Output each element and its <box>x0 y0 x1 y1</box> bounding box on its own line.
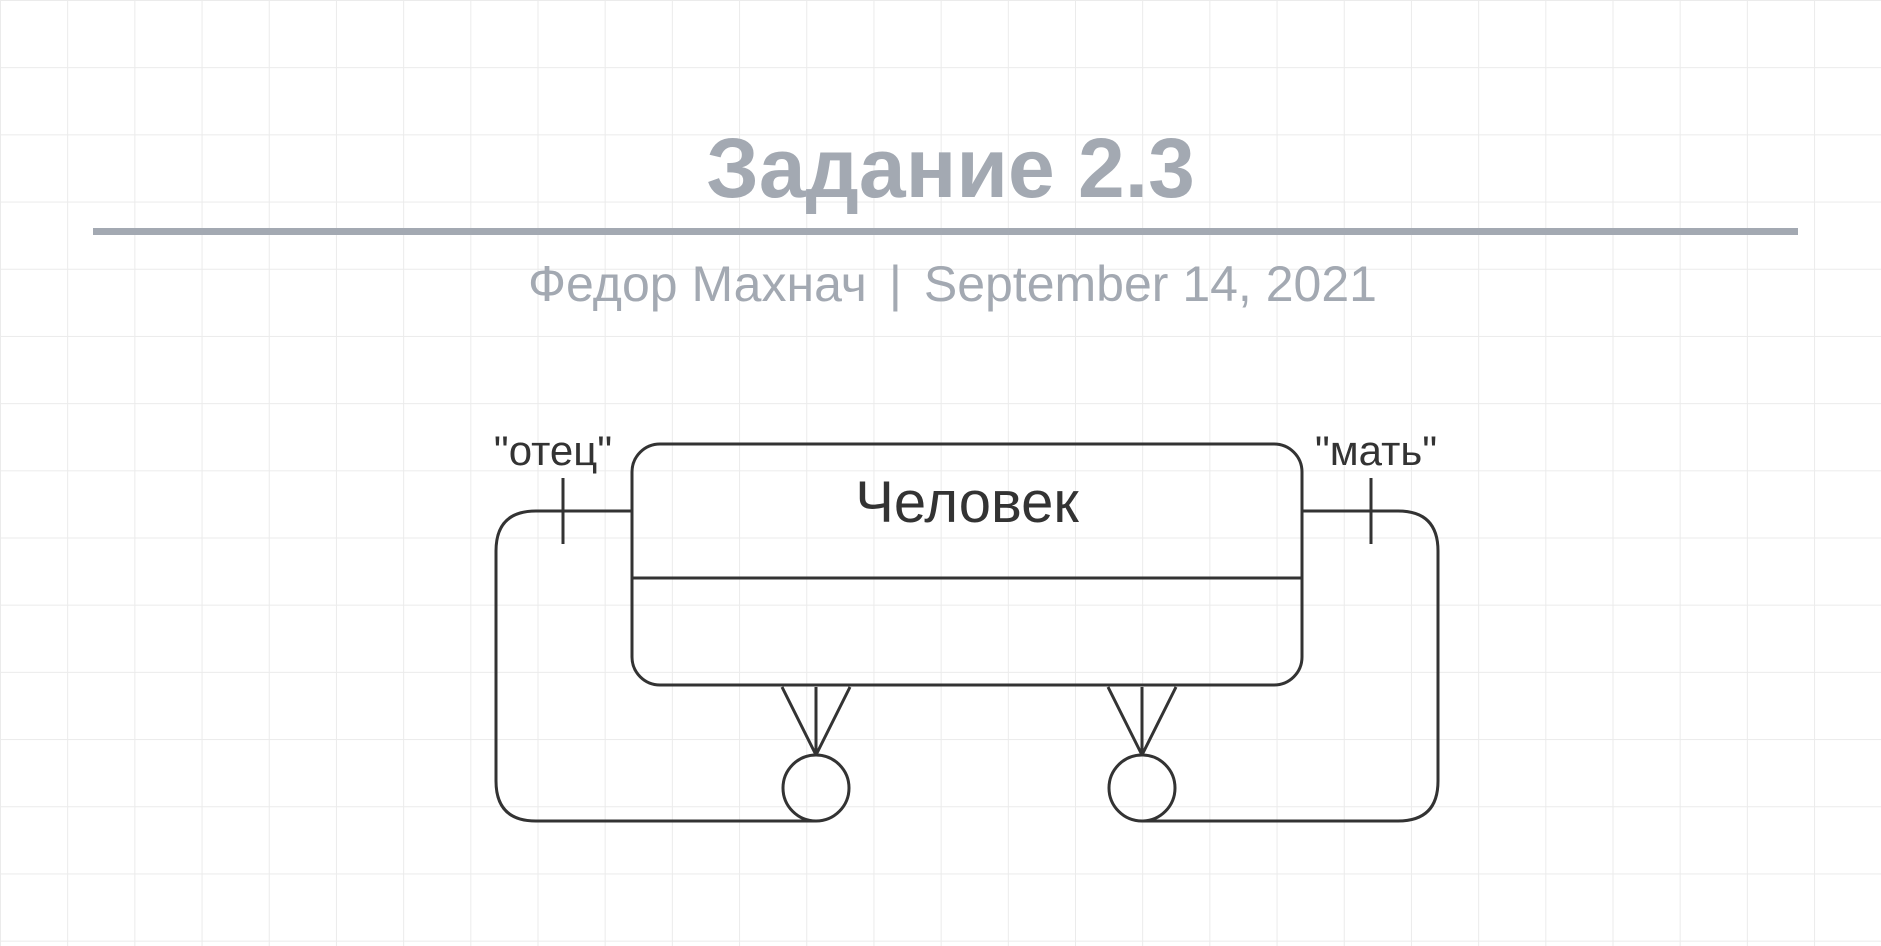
author-name: Федор Махнач <box>528 256 867 312</box>
cardinality-zero-father <box>781 753 851 823</box>
role-label-mother: "мать" <box>1315 427 1437 474</box>
role-label-father: "отец" <box>494 427 612 474</box>
document-date: September 14, 2021 <box>923 256 1377 312</box>
crowfoot-left-mother <box>1106 686 1144 756</box>
entity-box[interactable] <box>630 442 1304 687</box>
page-subtitle: Федор Махнач | September 14, 2021 <box>0 254 1881 314</box>
entity-name: Человек <box>855 470 1079 535</box>
subtitle-separator: | <box>888 256 902 312</box>
relationship-line-mother[interactable] <box>1142 509 1440 823</box>
crowfoot-right-father <box>814 686 852 756</box>
crowfoot-right-mother <box>1140 686 1178 756</box>
relationship-line-father[interactable] <box>494 509 816 823</box>
title-divider <box>93 228 1798 235</box>
page-title: Задание 2.3 <box>706 121 1195 215</box>
crowfoot-left-father <box>780 686 818 756</box>
cardinality-zero-mother <box>1107 753 1177 823</box>
